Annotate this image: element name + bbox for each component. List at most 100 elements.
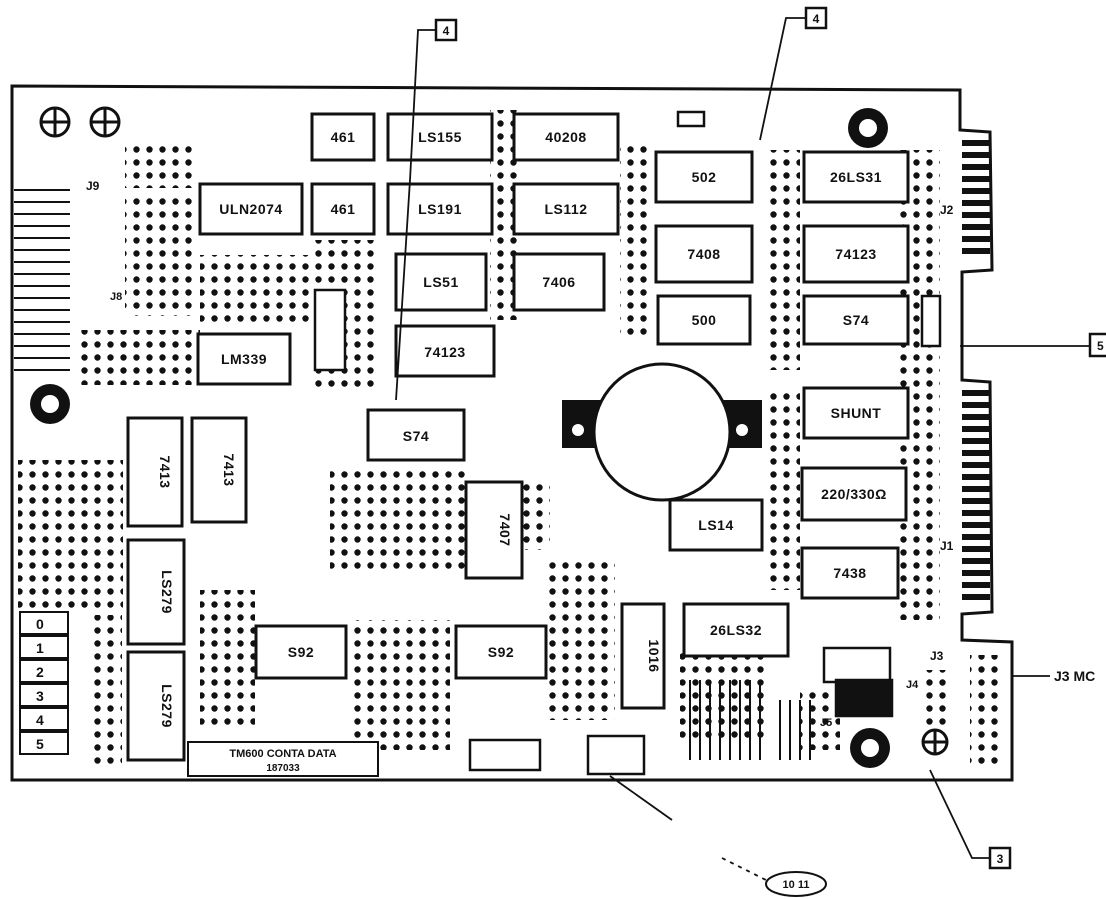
callout-j3-mc: J3 MC	[1054, 668, 1095, 684]
mounting-hole-crosshair-3	[921, 728, 949, 756]
chip-lm339: LM339	[196, 332, 292, 386]
chip-7438: 7438	[800, 546, 900, 600]
chip-461-second: 461	[310, 182, 376, 236]
chip-7406: 7406	[512, 252, 606, 312]
connector-j4-label: J4	[906, 679, 919, 691]
svg-text:2: 2	[36, 664, 44, 680]
chip-label: 26LS32	[710, 622, 762, 638]
callout-4-top-center: 4	[804, 6, 828, 30]
chip-resistor-pack: 220/330Ω	[800, 466, 908, 522]
chip-label: 461	[331, 201, 356, 217]
chip-shunt: SHUNT	[802, 386, 910, 440]
mounting-hole-crosshair-1	[39, 106, 71, 138]
chip-74123-right: 74123	[802, 224, 910, 284]
callout-5-right: 5	[1088, 332, 1106, 358]
chip-ls14: LS14	[668, 498, 764, 552]
chip-label: 74123	[424, 344, 465, 360]
chip-label: LS14	[698, 517, 733, 533]
svg-text:5: 5	[1097, 339, 1104, 353]
board-silkscreen-label: TM600 CONTA DATA 187033	[187, 741, 379, 777]
callout-3-bottom-right: 3	[988, 846, 1012, 870]
chip-label: LS112	[545, 201, 588, 217]
row-number-1: 1	[19, 635, 69, 659]
svg-text:4: 4	[443, 24, 450, 38]
standoff-hole-top-right	[848, 108, 888, 148]
chip-26ls32: 26LS32	[682, 602, 790, 658]
chip-label: 7413	[221, 453, 237, 486]
chip-label: S92	[488, 644, 514, 660]
svg-text:10 11: 10 11	[783, 879, 810, 891]
chip-label: 1016	[646, 639, 662, 672]
chip-7408: 7408	[654, 224, 754, 284]
chip-uln2074: ULN2074	[198, 182, 304, 236]
chip-vertical-1016: 1016	[620, 602, 666, 710]
chip-label: 74123	[835, 246, 876, 262]
board-label-line2: 187033	[266, 763, 300, 774]
chip-label: 7407	[497, 513, 513, 546]
chip-label: LS51	[423, 274, 458, 290]
chip-40208: 40208	[512, 112, 620, 162]
chip-label: 502	[692, 169, 717, 185]
mounting-hole-crosshair-2	[89, 106, 121, 138]
board-outline	[10, 84, 1014, 782]
chip-label: LS155	[418, 129, 462, 145]
connector-j9-label: J9	[86, 179, 100, 193]
row-number-labels: 0 1 2 3 4 5	[19, 611, 69, 755]
chip-vertical-7407: 7407	[464, 480, 524, 580]
chip-label: 500	[692, 312, 717, 328]
chip-s74-right: S74	[802, 294, 910, 346]
right-edge-fingers-j2	[962, 140, 990, 254]
row-number-5: 5	[19, 731, 69, 755]
left-edge-fingers	[14, 189, 70, 371]
chip-ls51: LS51	[394, 252, 488, 312]
chip-label: SHUNT	[831, 405, 882, 421]
chip-461-top: 461	[310, 112, 376, 162]
chip-vertical-ls279-a: LS279	[126, 538, 186, 646]
svg-text:4: 4	[813, 12, 820, 26]
svg-text:4: 4	[36, 712, 44, 728]
connector-labels: J9 J2 J1 J3 J4 J5 J8	[86, 179, 954, 729]
standoff-hole-bottom-right	[850, 728, 890, 768]
chip-label: 7413	[157, 455, 173, 488]
svg-text:0: 0	[36, 616, 44, 632]
chip-label: LS279	[159, 684, 175, 728]
callout-4-top-left: 4	[434, 18, 458, 42]
chip-label: 461	[331, 129, 356, 145]
chip-vertical-7413-b: 7413	[190, 416, 248, 524]
standoff-hole-left	[30, 384, 70, 424]
board-label-line1: TM600 CONTA DATA	[229, 748, 336, 760]
chip-500: 500	[656, 294, 752, 346]
chip-label: 7406	[542, 274, 575, 290]
chip-label: LS279	[159, 570, 175, 614]
right-edge-fingers-j1	[962, 390, 990, 600]
chip-s92-right: S92	[454, 624, 548, 680]
connector-j5-label: J5	[820, 717, 832, 729]
misc-small-components	[313, 110, 942, 776]
chip-26ls31: 26LS31	[802, 150, 910, 204]
chip-vertical-7413-a: 7413	[126, 416, 184, 528]
chip-label: 26LS31	[830, 169, 882, 185]
chip-label: S74	[403, 428, 429, 444]
chip-74123-center: 74123	[394, 324, 496, 378]
chip-label: 220/330Ω	[821, 486, 887, 502]
connector-j3-label: J3	[930, 649, 944, 663]
row-number-2: 2	[19, 659, 69, 683]
chip-label: S74	[843, 312, 869, 328]
connector-j1-label: J1	[940, 539, 954, 553]
chip-label: S92	[288, 644, 314, 660]
connector-j8-label: J8	[110, 291, 122, 303]
row-number-3: 3	[19, 683, 69, 707]
chip-s74-center: S74	[366, 408, 466, 462]
chip-label: ULN2074	[219, 201, 282, 217]
chip-label: LM339	[221, 351, 267, 367]
callout-10-11-bottom: 10 11	[765, 871, 827, 897]
row-number-4: 4	[19, 707, 69, 731]
svg-text:J3 MC: J3 MC	[1054, 668, 1095, 684]
row-number-0: 0	[19, 611, 69, 635]
svg-text:3: 3	[36, 688, 44, 704]
chip-label: LS191	[418, 201, 462, 217]
chip-ls191: LS191	[386, 182, 494, 236]
chip-s92-left: S92	[254, 624, 348, 680]
chip-ls112: LS112	[512, 182, 620, 236]
